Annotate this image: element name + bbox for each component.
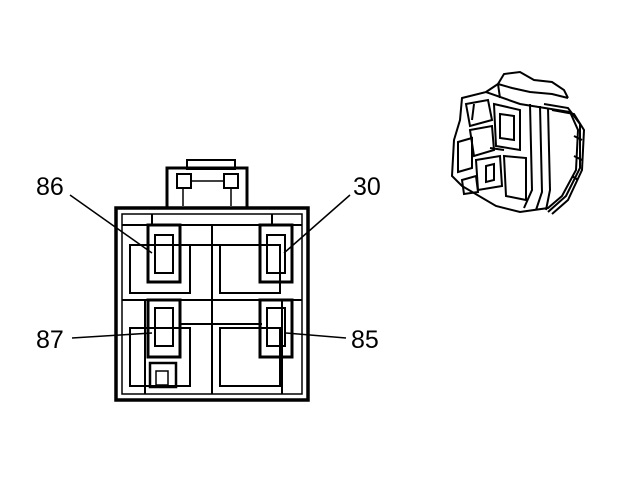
terminal-87	[146, 298, 182, 359]
pin-label-85: 85	[351, 326, 379, 354]
leader-87	[71, 332, 153, 339]
connector-face-view	[114, 159, 310, 402]
connector-housing	[114, 206, 310, 402]
connector-isometric-view	[450, 70, 586, 215]
terminal-30	[258, 223, 294, 284]
connector-latch	[165, 159, 249, 210]
leader-lines	[69, 194, 351, 339]
leader-85	[285, 332, 347, 339]
key-slot	[148, 361, 178, 389]
leader-86	[69, 194, 153, 254]
terminal-85	[258, 298, 294, 359]
leader-30	[283, 194, 351, 254]
pin-label-30: 30	[353, 173, 381, 201]
pin-label-86: 86	[36, 173, 64, 201]
pin-label-87: 87	[36, 326, 64, 354]
terminal-86	[146, 223, 182, 284]
